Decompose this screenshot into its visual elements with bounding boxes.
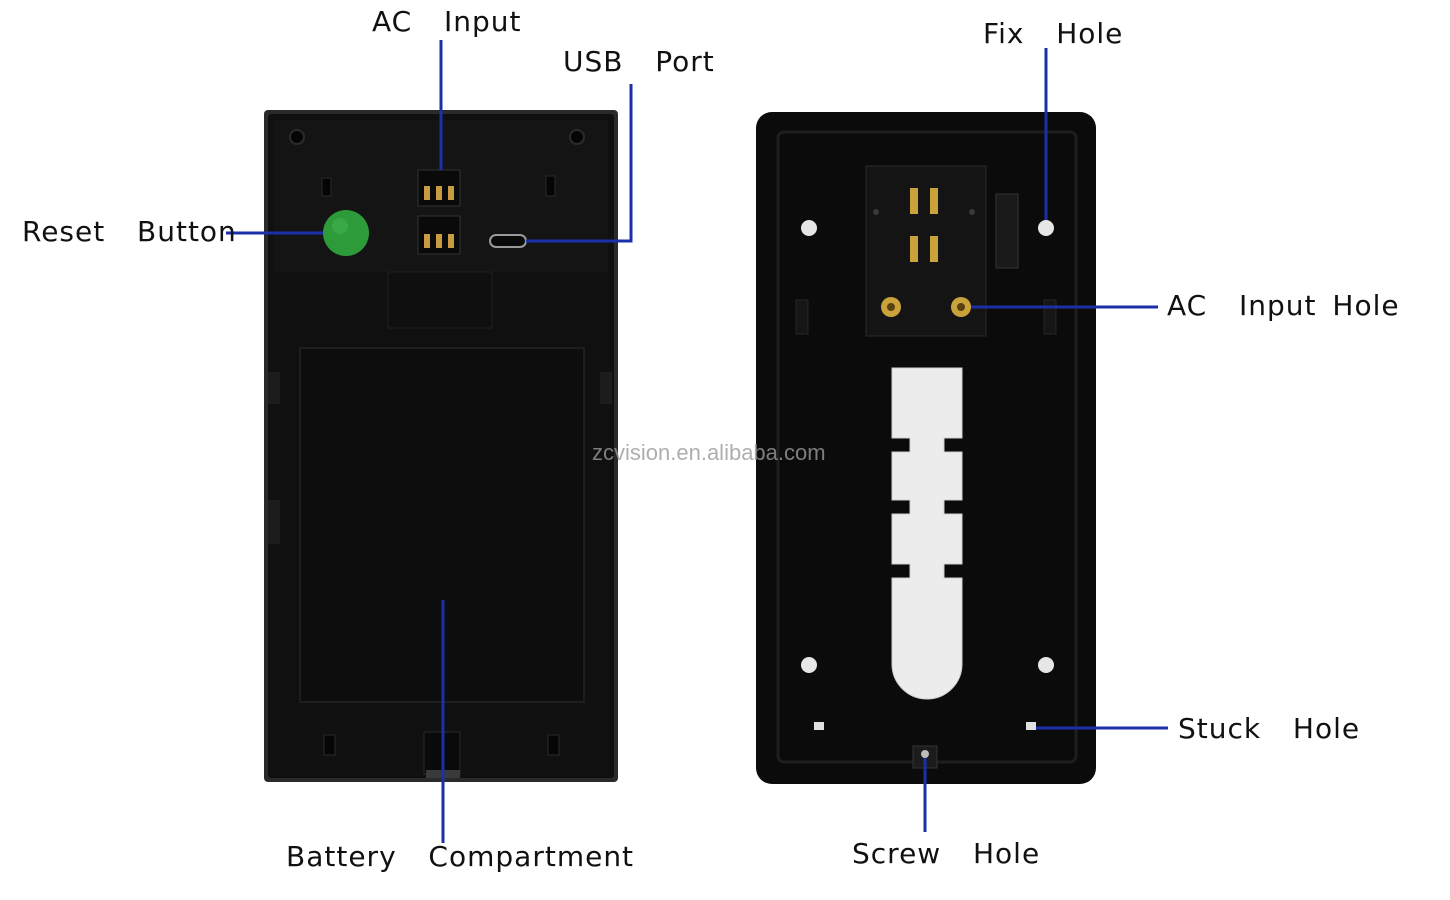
screw-hole bbox=[921, 750, 929, 758]
mounting-strip bbox=[891, 367, 963, 700]
fix-hole-bottom-left bbox=[801, 657, 817, 673]
fix-hole-bottom-right bbox=[1038, 657, 1054, 673]
watermark: zcvision.en.alibaba.com bbox=[592, 440, 826, 465]
label-ac-input-hole: AC Input Hole bbox=[1167, 289, 1400, 322]
label-ac-input: AC Input bbox=[372, 5, 522, 38]
label-battery-compartment: Battery Compartment bbox=[286, 840, 635, 873]
ac-input-terminal bbox=[417, 169, 461, 255]
usb-port-line bbox=[526, 84, 633, 243]
label-stuck-hole: Stuck Hole bbox=[1178, 712, 1361, 745]
doorbell-back-unit bbox=[264, 110, 618, 782]
ac-input-hole bbox=[881, 297, 971, 317]
reset-button bbox=[323, 210, 369, 256]
stuck-hole bbox=[1026, 722, 1036, 730]
mounting-bracket-unit bbox=[756, 112, 1096, 784]
label-screw-hole: Screw Hole bbox=[852, 837, 1041, 870]
label-reset-button: Reset Button bbox=[22, 215, 237, 248]
fix-hole bbox=[1038, 220, 1054, 236]
callout-lines bbox=[226, 40, 1168, 843]
stuck-hole-left bbox=[814, 722, 824, 730]
label-fix-hole: Fix Hole bbox=[983, 17, 1124, 50]
fix-hole-left bbox=[801, 220, 817, 236]
label-usb-port: USB Port bbox=[563, 45, 715, 78]
usb-port bbox=[489, 234, 527, 248]
